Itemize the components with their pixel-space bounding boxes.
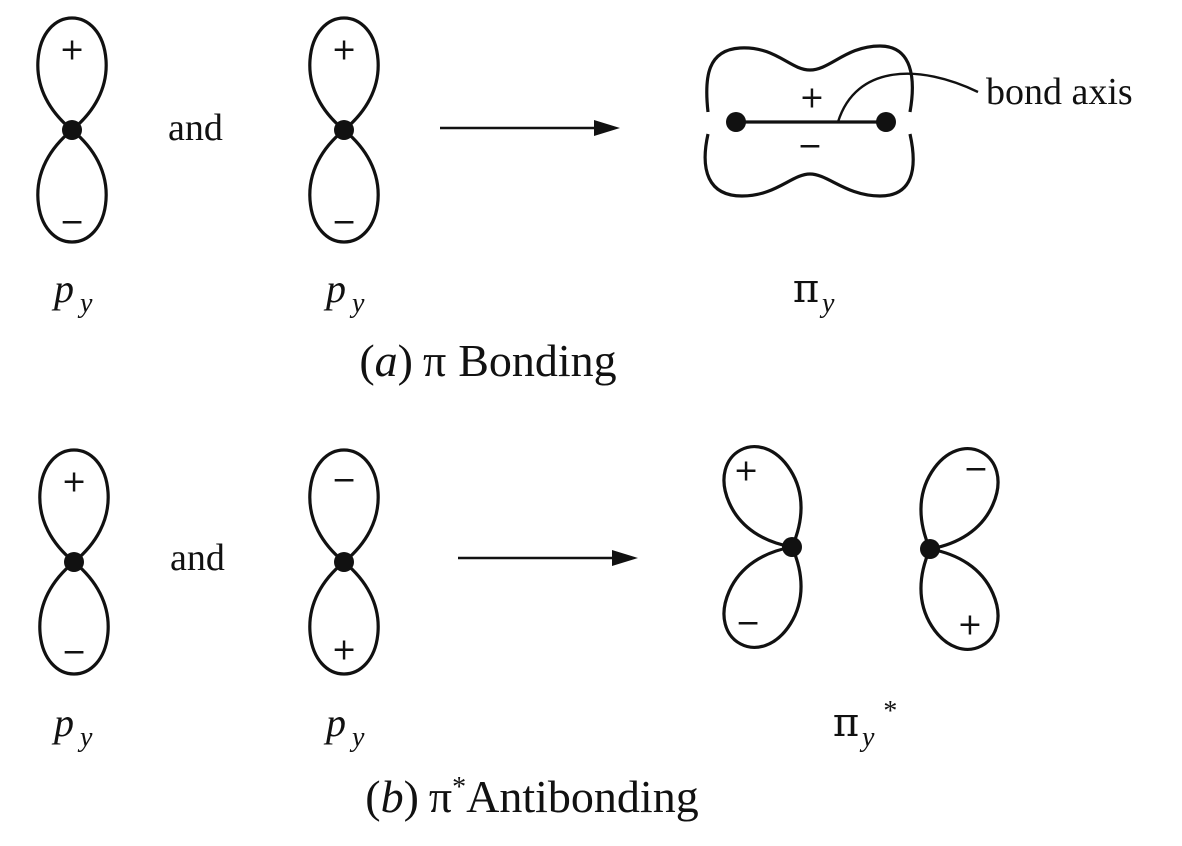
- nucleus-left: [726, 112, 746, 132]
- nucleus-right: [876, 112, 896, 132]
- reaction-arrow-b: [458, 550, 638, 566]
- nucleus: [334, 552, 354, 572]
- sign-minus: −: [797, 129, 822, 164]
- nucleus: [920, 539, 940, 559]
- sign-minus: −: [331, 463, 356, 498]
- row-b-pi-antibonding: + − and − + + −: [38, 432, 1014, 822]
- and-label-b: and: [170, 537, 225, 579]
- label-p-left-a: p y: [51, 266, 93, 319]
- label-p-right-b: p y: [323, 700, 365, 753]
- caption-b: (b)π*Antibonding: [365, 771, 698, 822]
- svg-text:y: y: [349, 288, 365, 319]
- arrow-head: [612, 550, 638, 566]
- p-orbital-right-b: − +: [308, 448, 380, 676]
- bond-axis-leader: [836, 72, 979, 123]
- p-orbital-left-b: + −: [38, 448, 110, 676]
- svg-text:p: p: [51, 266, 74, 311]
- svg-text:p: p: [51, 700, 74, 745]
- nucleus: [782, 537, 802, 557]
- sign-plus: +: [61, 465, 86, 500]
- pi-antibonding-orbital: + − − +: [708, 432, 1014, 664]
- bond-axis-label: bond axis: [986, 71, 1133, 113]
- antibonding-atom-left: + −: [708, 432, 825, 662]
- sign-plus: +: [331, 33, 356, 68]
- row-a-pi-bonding: + − and + − + − bond axis p: [36, 16, 1133, 386]
- svg-text:y: y: [77, 722, 93, 753]
- sign-minus: −: [61, 635, 86, 670]
- svg-text:y: y: [77, 288, 93, 319]
- p-orbital-left-a: + −: [36, 16, 108, 244]
- svg-text:*: *: [882, 696, 896, 727]
- lobe-upper: [897, 434, 1014, 567]
- svg-text:p: p: [323, 700, 346, 745]
- sign-plus: +: [799, 81, 824, 116]
- svg-text:y: y: [859, 722, 875, 753]
- lobe-lower: [897, 531, 1014, 664]
- sign-minus: −: [735, 606, 760, 641]
- nucleus: [64, 552, 84, 572]
- lobe-upper: [708, 432, 825, 565]
- nucleus: [334, 120, 354, 140]
- sign-plus: +: [331, 633, 356, 668]
- sign-minus: −: [331, 205, 356, 240]
- svg-text:p: p: [323, 266, 346, 311]
- lobe-lower: [708, 529, 825, 662]
- svg-text:y: y: [349, 722, 365, 753]
- reaction-arrow-a: [440, 120, 620, 136]
- svg-text:y: y: [819, 288, 835, 319]
- and-label-a: and: [168, 107, 223, 149]
- sign-plus: +: [733, 454, 758, 489]
- antibonding-atom-right: − +: [897, 434, 1014, 664]
- pi-bonding-orbital: + − bond axis: [703, 44, 1133, 198]
- svg-text:π: π: [793, 266, 819, 312]
- label-pi-y: π y: [793, 266, 835, 319]
- nucleus: [62, 120, 82, 140]
- pi-lobe-lower: [703, 133, 915, 198]
- sign-plus: +: [59, 33, 84, 68]
- p-orbital-right-a: + −: [308, 16, 380, 244]
- pi-lobe-upper: [705, 44, 914, 113]
- svg-text:π: π: [833, 700, 859, 746]
- label-p-right-a: p y: [323, 266, 365, 319]
- arrow-head: [594, 120, 620, 136]
- sign-plus: +: [957, 608, 982, 643]
- label-pi-y-star: π y *: [833, 696, 896, 753]
- sign-minus: −: [59, 205, 84, 240]
- label-p-left-b: p y: [51, 700, 93, 753]
- sign-minus: −: [963, 452, 988, 487]
